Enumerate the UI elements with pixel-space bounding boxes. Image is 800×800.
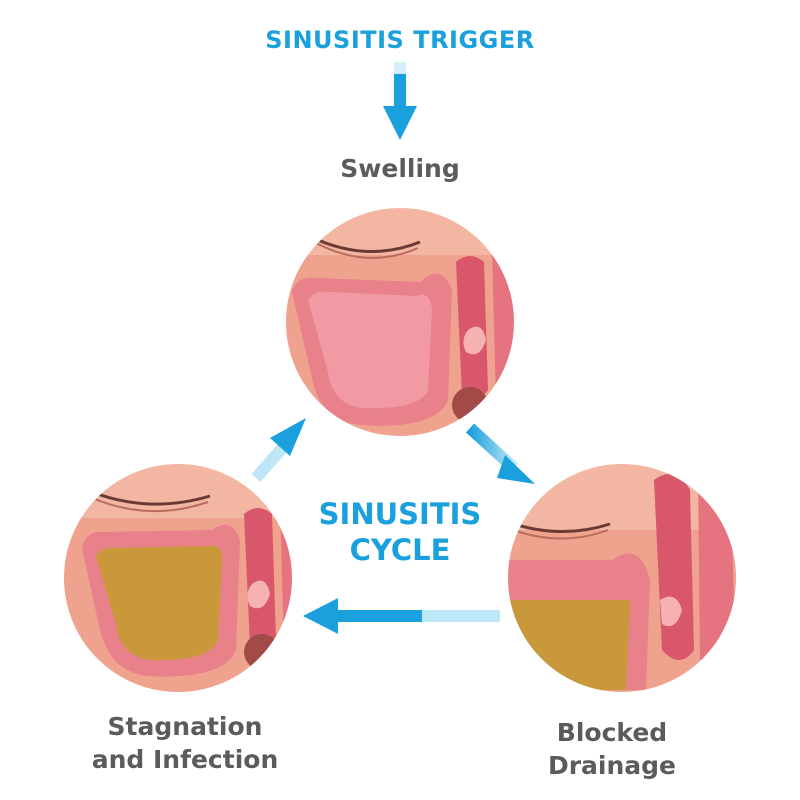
blocked-line-2: Drainage	[547, 751, 677, 780]
stagnation-line-1: Stagnation	[107, 712, 263, 741]
cycle-line-2: CYCLE	[349, 533, 451, 567]
trigger-title: SINUSITIS TRIGGER	[265, 26, 535, 54]
stagnation-line-2: and Infection	[91, 745, 279, 774]
stagnation-label: Stagnation and Infection	[60, 710, 310, 776]
trigger-arrow	[383, 62, 417, 140]
arrow-swelling-to-blocked	[465, 423, 535, 484]
arrow-stagnation-to-swelling	[251, 418, 306, 482]
arrow-blocked-to-stagnation	[303, 598, 500, 634]
blocked-line-1: Blocked	[556, 718, 668, 747]
cycle-line-1: SINUSITIS	[318, 497, 482, 531]
swelling-illustration	[285, 207, 515, 437]
blocked-drainage-label: Blocked Drainage	[522, 716, 702, 782]
stagnation-illustration	[63, 463, 293, 693]
cycle-center-label: SINUSITIS CYCLE	[300, 496, 500, 568]
swelling-label: Swelling	[340, 154, 460, 183]
